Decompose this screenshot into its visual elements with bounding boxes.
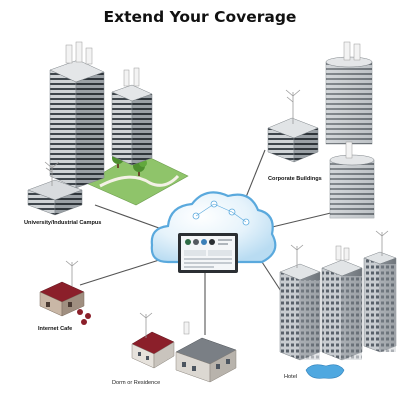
cafe-site: Internet Cafe [38, 260, 91, 332]
hotel-label: Hotel [284, 374, 297, 380]
corporate-low-building [267, 89, 319, 163]
hotel-pool [305, 364, 345, 379]
campus-tower-mid [111, 67, 153, 166]
hotel-tower-left [279, 263, 321, 361]
campus-path [99, 174, 180, 188]
residence-site: Dorm or Residence [112, 312, 237, 386]
antenna-icon [290, 230, 389, 268]
dashboard-widgets [184, 239, 232, 268]
cafe-label: Internet Cafe [38, 326, 72, 332]
cloud-hub [150, 191, 277, 273]
link-campus [94, 204, 171, 233]
antenna-icon [65, 41, 93, 65]
residence-label: Dorm or Residence [112, 380, 160, 386]
corporate-label: Corporate Buildings [268, 176, 322, 182]
antenna-icon [343, 41, 361, 61]
residence-house-gray [175, 337, 237, 383]
antenna-icon [335, 245, 350, 261]
hotel-tower-mid [321, 259, 363, 361]
page-title: Extend Your Coverage [104, 8, 297, 26]
antenna-icon [139, 312, 187, 338]
hotel-tower-right [363, 251, 397, 353]
campus-low-building [27, 161, 83, 216]
corporate-site: Corporate Buildings [267, 41, 375, 219]
antenna-icon [285, 89, 301, 124]
antenna-icon [123, 67, 140, 87]
corporate-tower-tall [325, 41, 373, 145]
link-corporate-lower [267, 211, 336, 229]
antenna-icon [65, 260, 79, 286]
campus-site: University/Industrial Campus [24, 41, 189, 226]
cafe-tables [77, 309, 91, 325]
antenna-icon [345, 141, 353, 159]
campus-tower-tall [49, 41, 105, 189]
campus-label: University/Industrial Campus [24, 220, 101, 226]
controller-tablet [178, 233, 238, 273]
antenna-icon [183, 321, 190, 335]
corporate-tower-front [329, 141, 375, 219]
antenna-icon [44, 161, 60, 186]
residence-house-red [131, 331, 175, 369]
hotel-site: Hotel [279, 230, 397, 380]
